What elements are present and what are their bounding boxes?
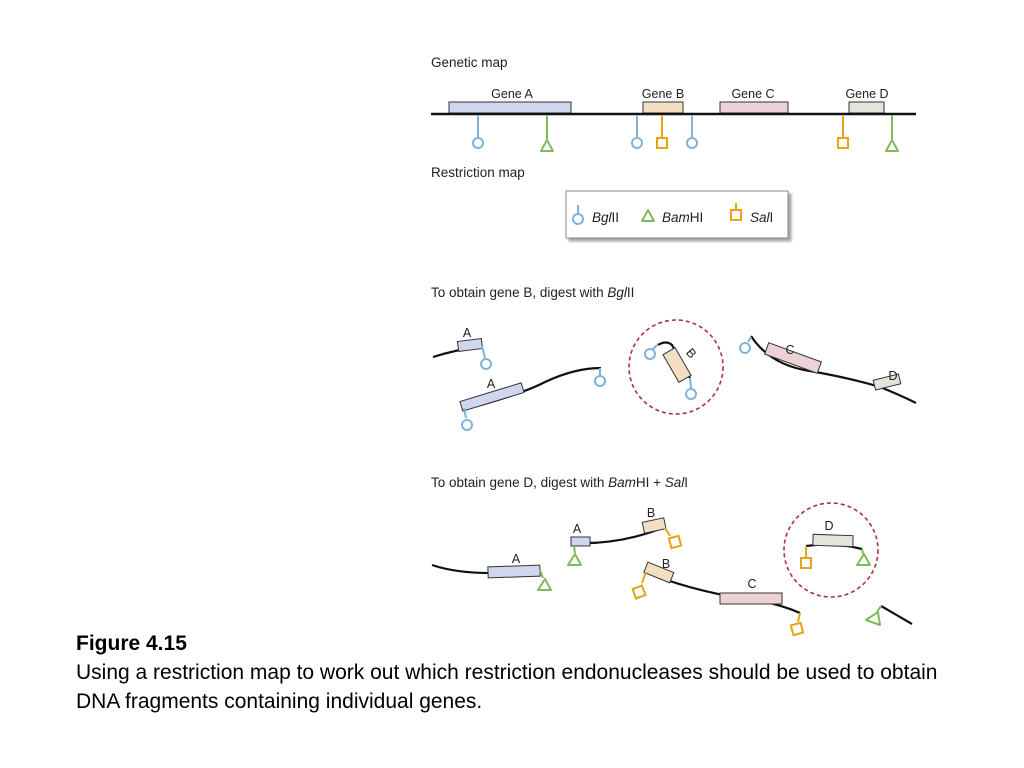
frag-b4-label-c: C <box>785 343 794 357</box>
frag-d3-label-c: C <box>747 577 756 591</box>
legend-box <box>565 190 789 239</box>
legend-bamhi-symbol <box>641 209 655 222</box>
panel-d-fragment-b-c: B C <box>631 557 805 637</box>
gene-a-box <box>448 101 572 114</box>
panel-b-fragment-small-a: A <box>432 326 492 370</box>
legend-bglii-symbol <box>572 205 584 225</box>
gene-a-label-group: Gene A <box>448 87 572 114</box>
frag-b3-label: B <box>683 346 699 361</box>
legend-sali-symbol <box>730 203 742 221</box>
gene-b-label: Gene B <box>642 87 684 101</box>
gene-d-label: Gene D <box>845 87 888 101</box>
caption-text: Using a restriction map to work out whic… <box>76 661 938 713</box>
panel-b-heading: To obtain gene B, digest with BglII <box>431 285 634 300</box>
panel-d-fragment-a: A <box>431 552 552 591</box>
gene-c-label: Gene C <box>731 87 774 101</box>
caption-title: Figure 4.15 <box>76 632 187 655</box>
panel-d-fragment-end <box>865 605 913 626</box>
frag-b4-label-d: D <box>888 369 897 383</box>
bglii-site-2 <box>631 114 643 149</box>
restriction-map-heading: Restriction map <box>431 165 525 180</box>
panel-d-selection-circle <box>783 502 879 598</box>
sali-site-2 <box>837 114 849 149</box>
gene-a-label: Gene A <box>491 87 533 101</box>
panel-d-fragment-a-b: A B <box>567 506 683 566</box>
gene-d-box <box>848 101 885 114</box>
panel-b-selection-circle <box>628 319 724 415</box>
bamhi-site-2 <box>885 114 899 152</box>
panel-d-fragment-d: D <box>800 519 871 569</box>
frag-b1-label: A <box>463 326 472 340</box>
frag-d3-label-b: B <box>662 557 670 571</box>
bglii-site-3 <box>686 114 698 149</box>
figure-caption: Figure 4.15 Using a restriction map to w… <box>76 629 976 716</box>
bamhi-site-1 <box>540 114 554 152</box>
gene-c-label-group: Gene C <box>719 87 789 114</box>
gene-d-label-group: Gene D <box>845 87 889 114</box>
gene-b-label-group: Gene B <box>642 87 684 114</box>
frag-d4-label: D <box>824 519 833 533</box>
legend-sali-label: SalI <box>750 210 773 225</box>
bglii-site-1 <box>472 114 484 149</box>
legend-bglii-label: BglII <box>592 210 619 225</box>
frag-b2-label: A <box>487 377 496 391</box>
panel-b-fragment-c-d: C D <box>739 335 917 404</box>
frag-d1-label: A <box>512 552 521 566</box>
panel-b-fragment-b: B <box>644 341 699 400</box>
genetic-map-heading: Genetic map <box>431 55 508 70</box>
legend-bamhi-label: BamHI <box>662 210 703 225</box>
frag-d2-label-b: B <box>647 506 655 520</box>
panel-b-fragment-large-a: A <box>459 366 606 431</box>
frag-d2-label-a: A <box>573 522 582 536</box>
sali-site-1 <box>656 114 668 149</box>
gene-c-box <box>719 101 789 114</box>
enzyme-legend: BglII BamHI SalI <box>565 190 789 239</box>
panel-d-heading: To obtain gene D, digest with BamHI + Sa… <box>431 475 688 490</box>
gene-b-box <box>642 101 684 114</box>
